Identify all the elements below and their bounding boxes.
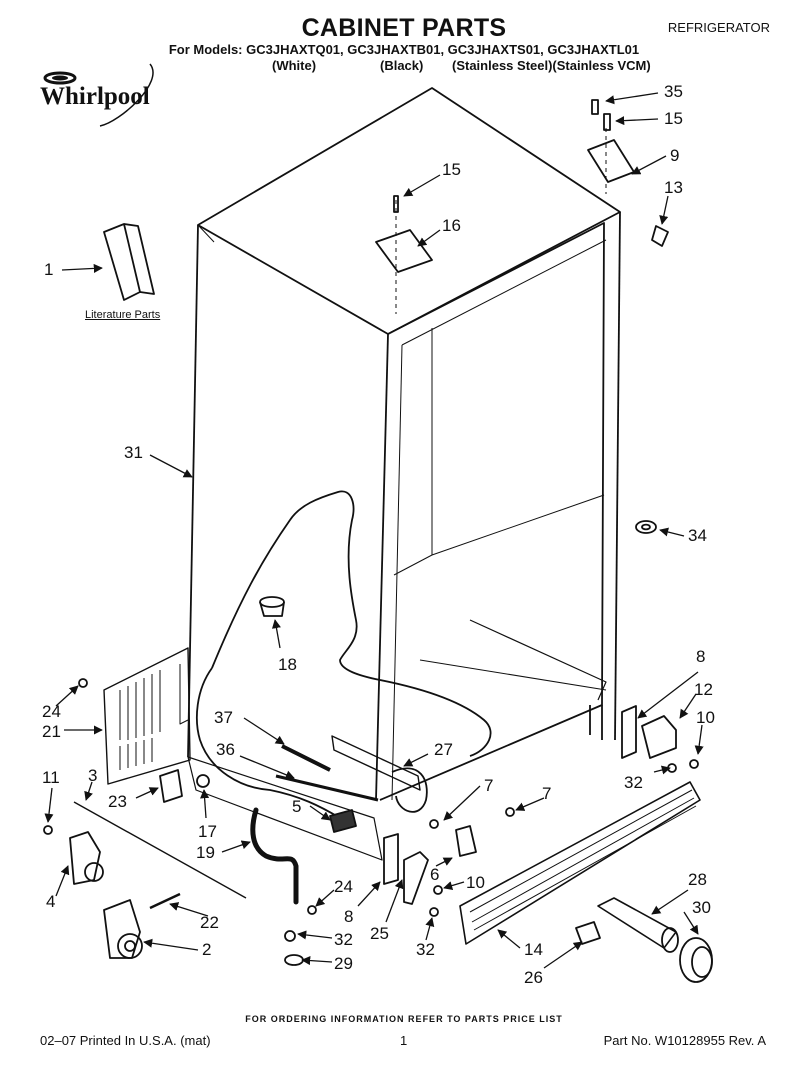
callout-22: 22 <box>200 913 219 932</box>
callout-27: 27 <box>434 740 453 759</box>
callout-8-right: 8 <box>696 647 706 666</box>
callout-36: 36 <box>216 740 235 759</box>
callout-31: 31 <box>124 443 143 462</box>
callout-32-mid: 32 <box>334 930 353 949</box>
category-label: REFRIGERATOR <box>667 20 770 35</box>
callout-6: 6 <box>430 865 440 884</box>
callout-35: 35 <box>664 82 683 101</box>
brand-logo-text: Whirlpool <box>40 83 150 110</box>
callout-25: 25 <box>370 924 389 943</box>
part-number: Part No. W10128955 Rev. A <box>603 1033 766 1048</box>
callout-7-upper: 7 <box>484 776 494 795</box>
callout-21: 21 <box>42 722 61 741</box>
whirlpool-logo-icon <box>43 63 154 127</box>
models-line: For Models: GC3JHAXTQ01, GC3JHAXTB01, GC… <box>168 42 640 57</box>
page-number: 1 <box>400 1033 408 1048</box>
callout-12: 12 <box>694 680 713 699</box>
literature-parts-label: Literature Parts <box>85 309 161 321</box>
callout-7-right: 7 <box>542 784 552 803</box>
callout-17: 17 <box>198 822 217 841</box>
callout-14: 14 <box>524 940 543 959</box>
callout-24-mid: 24 <box>334 877 353 896</box>
callout-10-right: 10 <box>696 708 715 727</box>
callout-32-right: 32 <box>624 773 643 792</box>
callout-1: 1 <box>44 260 54 279</box>
callout-2: 2 <box>202 940 212 959</box>
callout-8-mid: 8 <box>344 907 354 926</box>
printed-note: 02–07 Printed In U.S.A. (mat) <box>40 1033 211 1048</box>
callout-34: 34 <box>688 526 707 545</box>
ordering-note: FOR ORDERING INFORMATION REFER TO PARTS … <box>245 1014 563 1024</box>
callout-4: 4 <box>46 892 56 911</box>
callout-9: 9 <box>670 146 680 165</box>
color-black: (Black) <box>380 58 424 73</box>
callout-10-mid: 10 <box>466 873 485 892</box>
callout-16: 16 <box>442 216 461 235</box>
callout-23: 23 <box>108 792 127 811</box>
page-title: CABINET PARTS <box>301 14 507 42</box>
color-stainless: (Stainless Steel)(Stainless VCM) <box>452 58 651 73</box>
callout-19: 19 <box>196 843 215 862</box>
color-white: (White) <box>272 58 317 73</box>
callout-18: 18 <box>278 655 297 674</box>
callout-29: 29 <box>334 954 353 973</box>
callout-5: 5 <box>292 797 302 816</box>
callout-26: 26 <box>524 968 543 987</box>
callout-37: 37 <box>214 708 233 727</box>
callout-15-mid: 15 <box>442 160 461 179</box>
callout-30: 30 <box>692 898 711 917</box>
callout-13: 13 <box>664 178 683 197</box>
callout-32-lower: 32 <box>416 940 435 959</box>
callout-28: 28 <box>688 870 707 889</box>
callout-24-left: 24 <box>42 702 61 721</box>
callout-15-right: 15 <box>664 109 683 128</box>
callout-3: 3 <box>88 766 98 785</box>
callout-11: 11 <box>42 768 60 787</box>
